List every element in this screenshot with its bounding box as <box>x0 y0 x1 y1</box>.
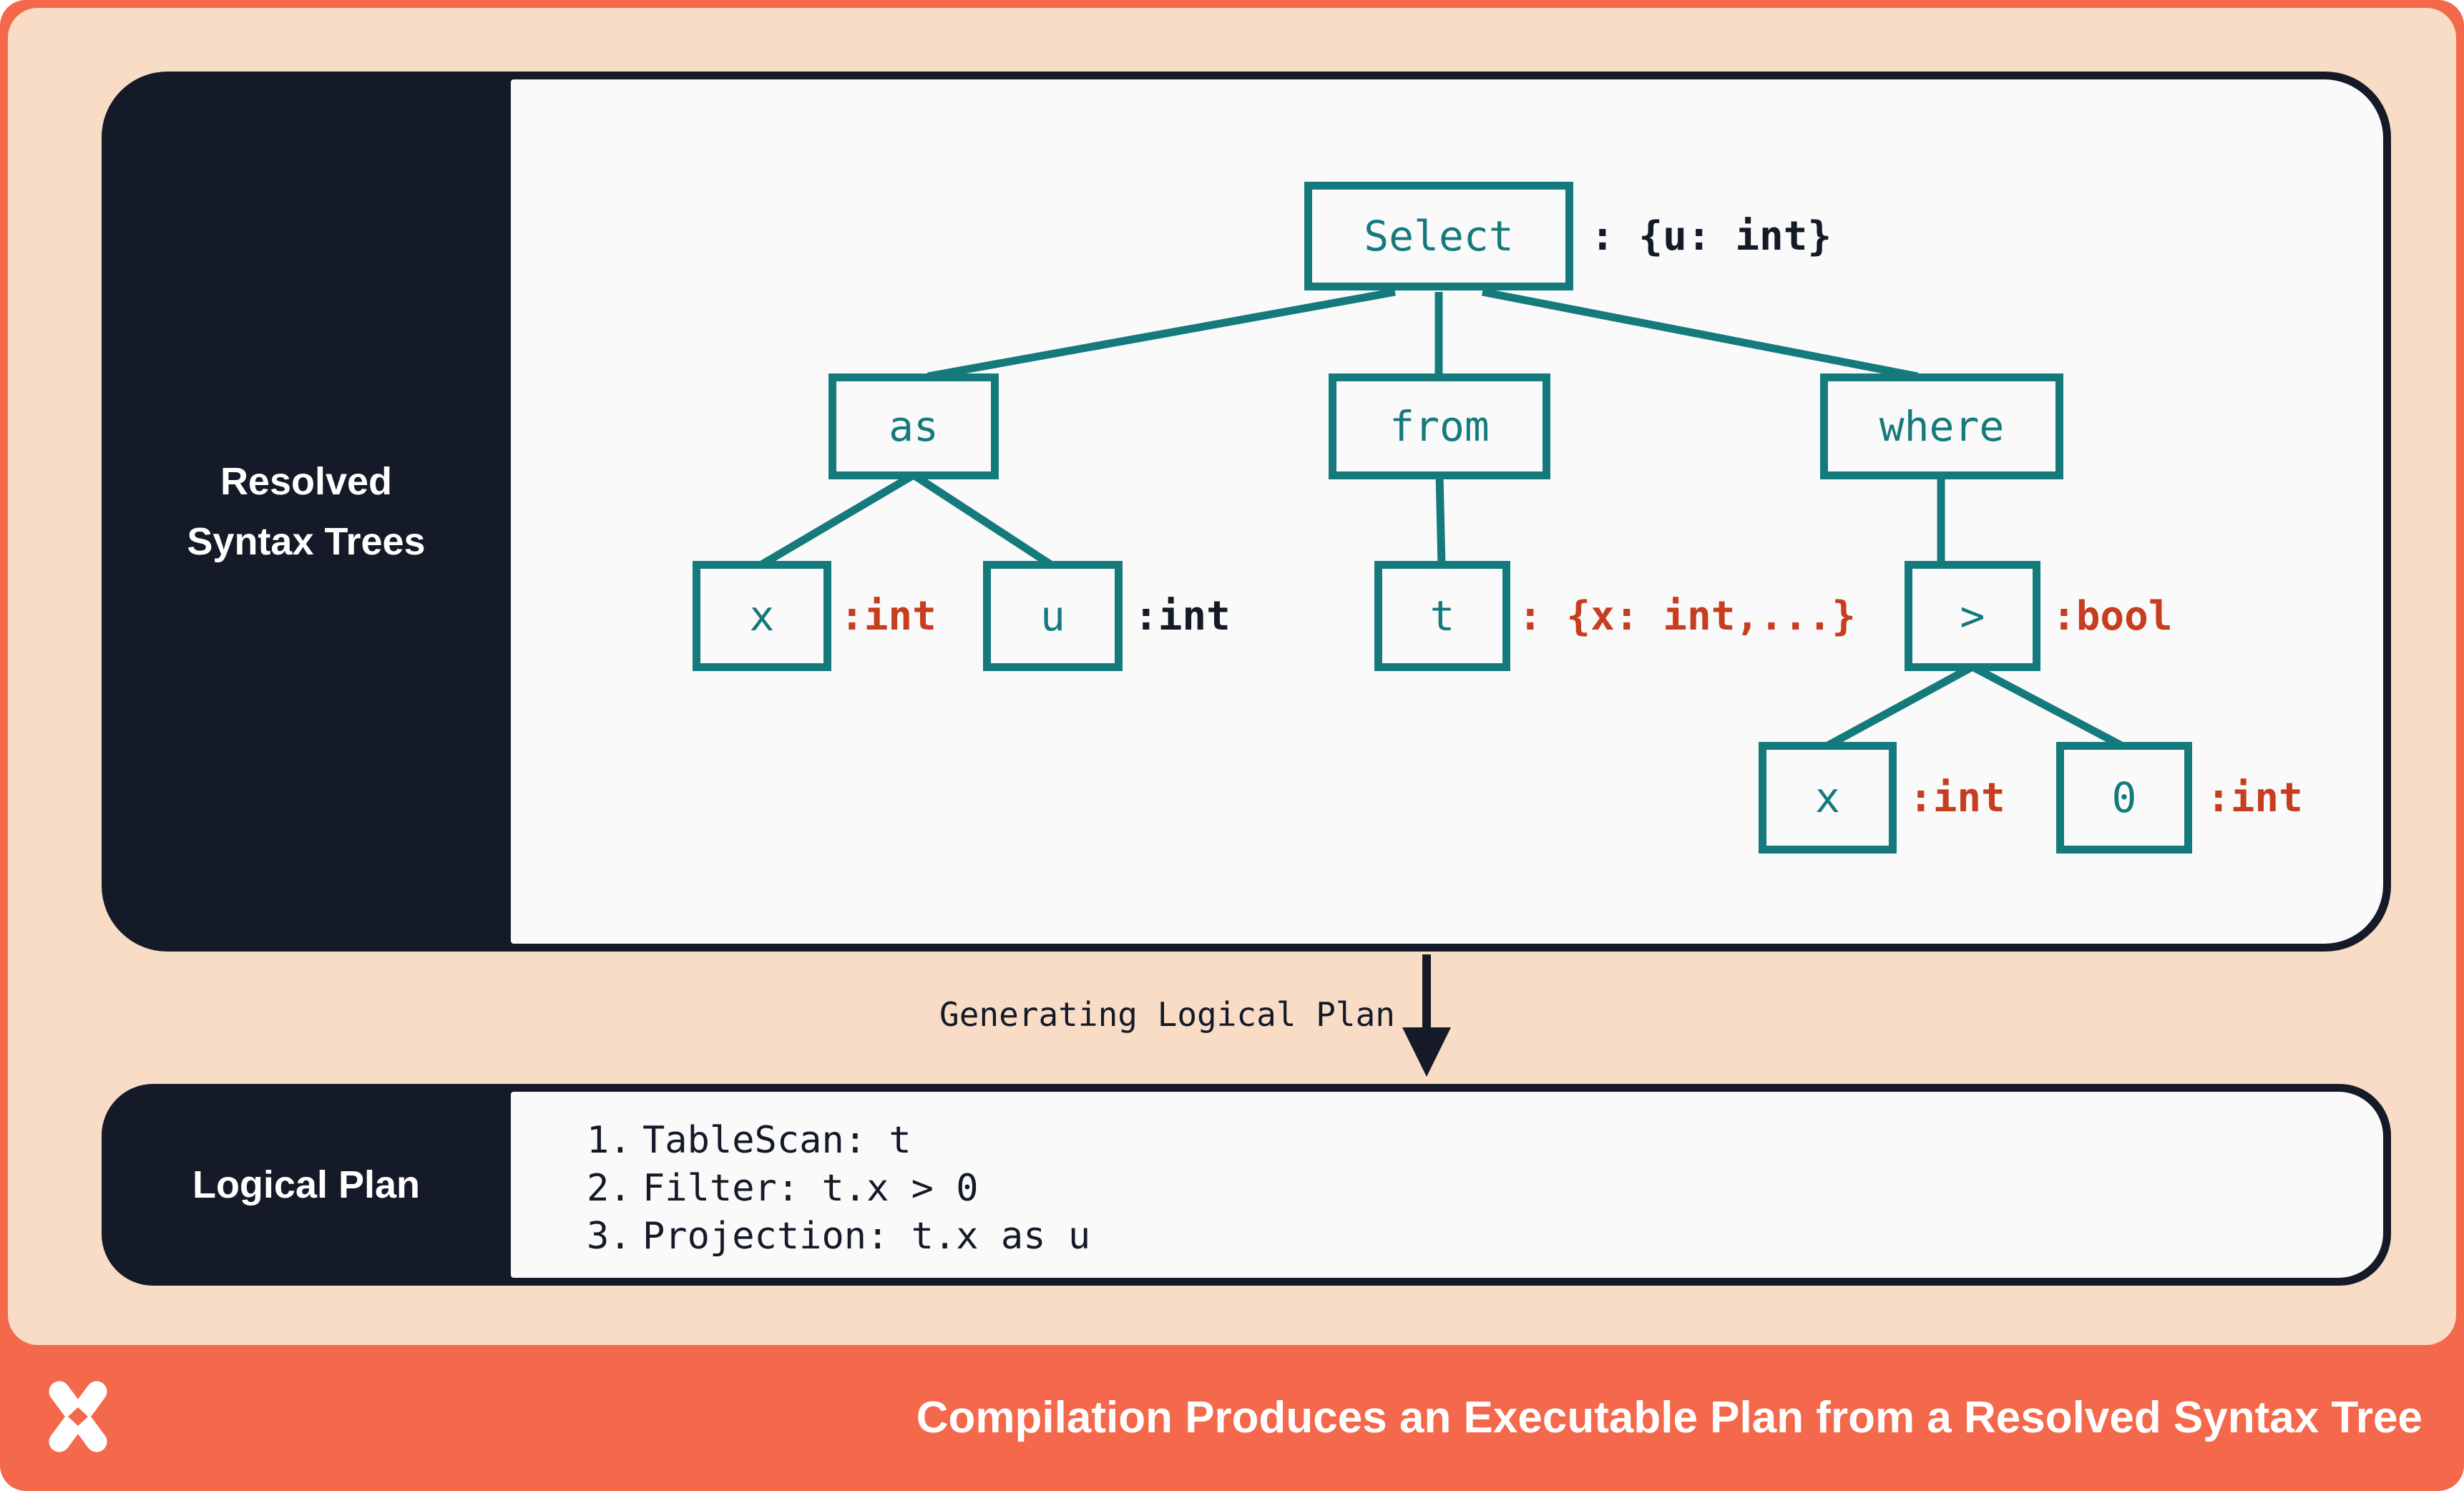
tree-node-u: u <box>983 561 1123 671</box>
resolved-syntax-trees-panel: Resolved Syntax Trees <box>102 72 2391 952</box>
logical-plan-sidebar: Logical Plan <box>102 1084 511 1286</box>
step-number: 2. <box>587 1166 632 1210</box>
sidebar-label-text: Logical Plan <box>192 1163 421 1206</box>
tree-node-t: t <box>1374 561 1510 671</box>
step-number: 1. <box>587 1118 632 1162</box>
logical-plan-panel: Logical Plan <box>102 1084 2391 1286</box>
tree-node-gt: > <box>1905 561 2040 671</box>
tree-node-from: from <box>1329 373 1550 479</box>
x-star-logo <box>49 1381 107 1452</box>
node-label: from <box>1389 402 1490 451</box>
type-annotation-gt: :bool <box>2052 592 2173 640</box>
transition-label: Generating Logical Plan <box>939 995 1395 1034</box>
node-label: as <box>889 402 939 451</box>
tree-node-as: as <box>828 373 999 479</box>
tree-node-x-alias: x <box>693 561 831 671</box>
logical-plan-steps: 1. TableScan: t 2. Filter: t.x > 0 3. Pr… <box>587 1116 1090 1260</box>
tree-node-where: where <box>1820 373 2063 479</box>
type-annotation-x-cond: :int <box>1909 774 2005 821</box>
node-label: 0 <box>2111 773 2137 822</box>
resolved-syntax-trees-sidebar: Resolved Syntax Trees <box>102 72 511 952</box>
node-label: x <box>749 592 775 640</box>
node-label: t <box>1429 592 1455 640</box>
node-label: x <box>1815 773 1840 822</box>
sidebar-label-text: Resolved Syntax Trees <box>187 460 426 563</box>
node-label: where <box>1879 402 2005 451</box>
step-text: Filter: t.x > 0 <box>642 1166 979 1210</box>
type-annotation-t: : {x: int,...} <box>1518 592 1857 640</box>
node-label: > <box>1960 592 1985 640</box>
type-annotation-u: :int <box>1134 592 1231 640</box>
tree-node-select: Select <box>1304 182 1573 290</box>
step-text: Projection: t.x as u <box>642 1214 1091 1258</box>
node-label: u <box>1040 592 1065 640</box>
footer-title: Compilation Produces an Executable Plan … <box>916 1392 2423 1442</box>
footer-bar: Compilation Produces an Executable Plan … <box>0 1344 2464 1491</box>
plan-step: 2. Filter: t.x > 0 <box>587 1164 1090 1212</box>
node-label: Select <box>1364 212 1514 260</box>
type-annotation-zero: :int <box>2206 774 2303 821</box>
tree-node-zero: 0 <box>2056 742 2192 854</box>
step-text: TableScan: t <box>642 1118 911 1162</box>
plan-step: 3. Projection: t.x as u <box>587 1212 1090 1260</box>
type-annotation-select: : {u: int} <box>1590 212 1832 260</box>
logical-plan-canvas <box>511 1092 2383 1278</box>
type-annotation-x-alias: :int <box>840 592 937 640</box>
step-number: 3. <box>587 1214 632 1258</box>
tree-node-x-cond: x <box>1759 742 1897 854</box>
plan-step: 1. TableScan: t <box>587 1116 1090 1164</box>
